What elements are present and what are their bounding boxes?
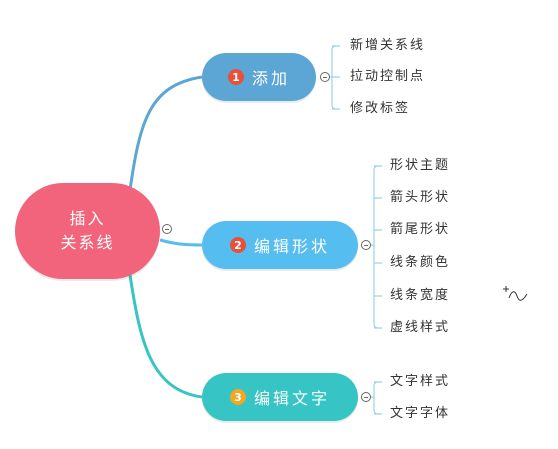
leaf-node[interactable]: 箭头形状 [390,190,451,205]
leaf-node[interactable]: 新增关系线 [350,38,426,53]
leaf-node[interactable]: 文字样式 [390,374,451,389]
leaf-node[interactable]: 箭尾形状 [390,222,451,237]
branch-2-label: 编辑形状 [253,237,330,256]
branch-3-badge: 3 [229,389,246,405]
root-node[interactable]: 插入 关系线 [15,183,160,279]
connector-root-branch-2 [159,238,203,247]
relationship-cursor-icon [503,286,528,301]
branch-3-label: 编辑文字 [253,389,330,408]
connector-root-branch-3 [128,274,203,399]
minus-circle-icon[interactable] [361,240,371,250]
branch-node-1[interactable]: 1 添加 [202,53,316,101]
minus-circle-icon[interactable] [361,392,371,402]
minus-circle-icon[interactable] [162,224,172,234]
leaf-node[interactable]: 修改标签 [350,101,411,116]
branch-1-badge: 1 [227,69,244,85]
bracket-branch-3 [368,381,382,415]
bracket-branch-2 [368,165,382,329]
branch-node-3[interactable]: 3 编辑文字 [202,373,358,421]
root-label-line1: 插入 [69,209,106,228]
leaf-node[interactable]: 虚线样式 [390,320,451,335]
root-label-line2: 关系线 [60,233,115,252]
branch-2-badge: 2 [229,237,246,253]
minus-circle-icon[interactable] [320,72,330,82]
leaf-node[interactable]: 拉动控制点 [350,69,426,84]
leaf-node[interactable]: 文字字体 [390,406,451,421]
branch-1-label: 添加 [251,69,290,88]
leaf-node[interactable]: 线条颜色 [390,255,451,270]
branch-node-2[interactable]: 2 编辑形状 [202,221,358,269]
connector-root-branch-1 [128,75,203,191]
leaf-node[interactable]: 形状主题 [390,158,451,173]
leaf-node[interactable]: 线条宽度 [390,288,451,303]
